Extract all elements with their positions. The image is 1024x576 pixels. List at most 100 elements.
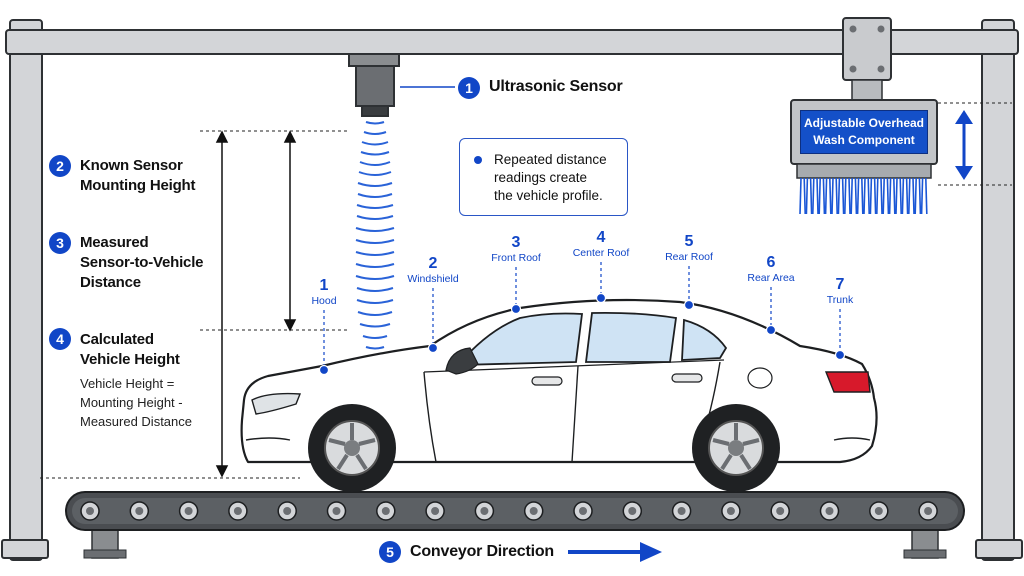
conveyor-number-badge: 5 (379, 541, 401, 563)
bristle (863, 177, 866, 215)
roller-hub (480, 507, 489, 515)
bristle (816, 177, 819, 215)
sensor-label: Ultrasonic Sensor (489, 78, 623, 95)
point-label: Rear Area (747, 272, 795, 284)
bristle (880, 177, 883, 215)
point-dot (765, 324, 777, 336)
roller-hub (184, 507, 193, 515)
point-label: Windshield (407, 273, 459, 285)
rear-wheel (692, 404, 780, 492)
bristle (854, 177, 858, 215)
left-label-4: Calculated Vehicle Height (80, 330, 180, 370)
roller-hub (135, 507, 144, 515)
bristle (899, 177, 902, 215)
bristle (912, 177, 915, 215)
left-label-3-line1: Measured (80, 234, 149, 251)
left-label-2-line1: Known Sensor (80, 157, 183, 174)
point-number: 1 (319, 277, 329, 294)
bristle (835, 177, 838, 215)
left-label-4-badge: 4 (49, 328, 71, 350)
roller-hub (381, 507, 390, 515)
conveyor-rollers (80, 501, 938, 521)
left-label-3: Measured Sensor-to-Vehicle Distance (80, 233, 204, 293)
measurement-points (318, 262, 846, 376)
left-label-2-line2: Mounting Height (80, 177, 196, 194)
bristle (850, 177, 853, 215)
adjust-arrow-icon (938, 102, 1012, 186)
bristle (882, 177, 885, 215)
left-post (9, 19, 43, 561)
bristle (895, 177, 898, 215)
roller-hub (628, 507, 637, 515)
right-foot (975, 539, 1023, 559)
formula-line2: Mounting Height - (80, 395, 183, 410)
roller-hub (283, 507, 292, 515)
bristle (822, 177, 826, 215)
callout-line1: Repeated distance (494, 152, 607, 167)
bristle (841, 177, 845, 215)
bristle (809, 177, 813, 215)
wash-label-line2: Wash Component (813, 133, 915, 147)
sensor-number-badge: 1 (458, 77, 480, 99)
point-dot (595, 292, 607, 304)
left-label-2-badge: 2 (49, 155, 71, 177)
bristle (886, 177, 890, 215)
point-dot (427, 342, 439, 354)
roller-hub (431, 507, 440, 515)
left-foot (1, 539, 49, 559)
point-dot (683, 299, 695, 311)
conveyor-label: Conveyor Direction (410, 543, 554, 560)
roller-hub (874, 507, 883, 515)
wash-label-line1: Adjustable Overhead (803, 116, 925, 130)
bristle (848, 177, 851, 215)
bristle (914, 177, 917, 215)
roller-hub (332, 507, 341, 515)
bristle (861, 177, 864, 215)
left-label-3-badge: 3 (49, 232, 71, 254)
bristle (876, 177, 879, 215)
car (240, 298, 878, 492)
bristle (824, 177, 828, 215)
bristle (805, 177, 809, 215)
point-number: 3 (511, 234, 521, 251)
point-label: Trunk (826, 294, 854, 306)
top-beam (5, 29, 1019, 55)
left-label-3-line3: Distance (80, 274, 141, 291)
brush-bristles (799, 177, 928, 215)
point-number: 5 (684, 233, 694, 250)
measured-distance-arrow (283, 130, 297, 332)
height-formula: Vehicle Height = Mounting Height - Measu… (80, 374, 192, 431)
roller-hub (776, 507, 785, 515)
bristle (844, 177, 847, 215)
bristle (837, 177, 841, 215)
roller-hub (825, 507, 834, 515)
front-wheel (308, 404, 396, 492)
point-number: 4 (596, 229, 606, 246)
bristle (831, 177, 834, 215)
bristle (888, 177, 892, 215)
callout-line2: readings create (494, 170, 588, 185)
left-label-4-line1: Calculated (80, 331, 154, 348)
sensor-icon (348, 53, 400, 117)
bristle (803, 177, 806, 215)
right-post (981, 19, 1015, 561)
bristle (799, 177, 802, 215)
roller-hub (579, 507, 587, 515)
roller-hub (233, 507, 242, 515)
callout-bullet-icon (474, 156, 482, 164)
callout-text: Repeated distance readings create the ve… (494, 151, 624, 205)
bristle (918, 177, 922, 215)
left-label-3-line2: Sensor-to-Vehicle (80, 254, 204, 271)
point-dot (510, 303, 522, 315)
bristle (818, 177, 821, 215)
conveyor-arrow-icon (568, 542, 662, 562)
bristle (920, 177, 924, 215)
bristle (829, 177, 832, 215)
gantry-frame (1, 19, 1023, 561)
bristle (873, 177, 877, 215)
bristle (905, 177, 909, 215)
point-dot (834, 349, 846, 361)
point-label: Rear Roof (665, 251, 713, 263)
bristle (893, 177, 896, 215)
